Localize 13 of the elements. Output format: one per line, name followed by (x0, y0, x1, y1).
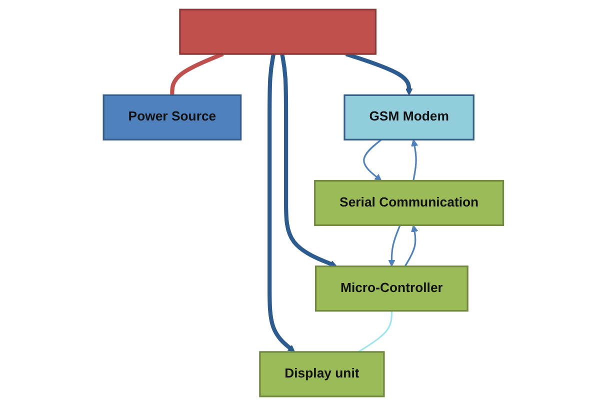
node-box: Power Source (102, 94, 242, 140)
arrow (388, 224, 401, 266)
arrow (280, 53, 338, 267)
arrow (411, 138, 418, 180)
arrow (404, 224, 418, 266)
node-box: Serial Communication (314, 179, 504, 226)
arrow (363, 138, 382, 181)
node-box: Micro-Controller (315, 265, 468, 312)
arrow (268, 53, 296, 352)
node-bar (179, 8, 377, 54)
connector (358, 310, 393, 352)
node-box: GSM Modem (344, 94, 475, 140)
node-box: Display unit (259, 350, 385, 397)
